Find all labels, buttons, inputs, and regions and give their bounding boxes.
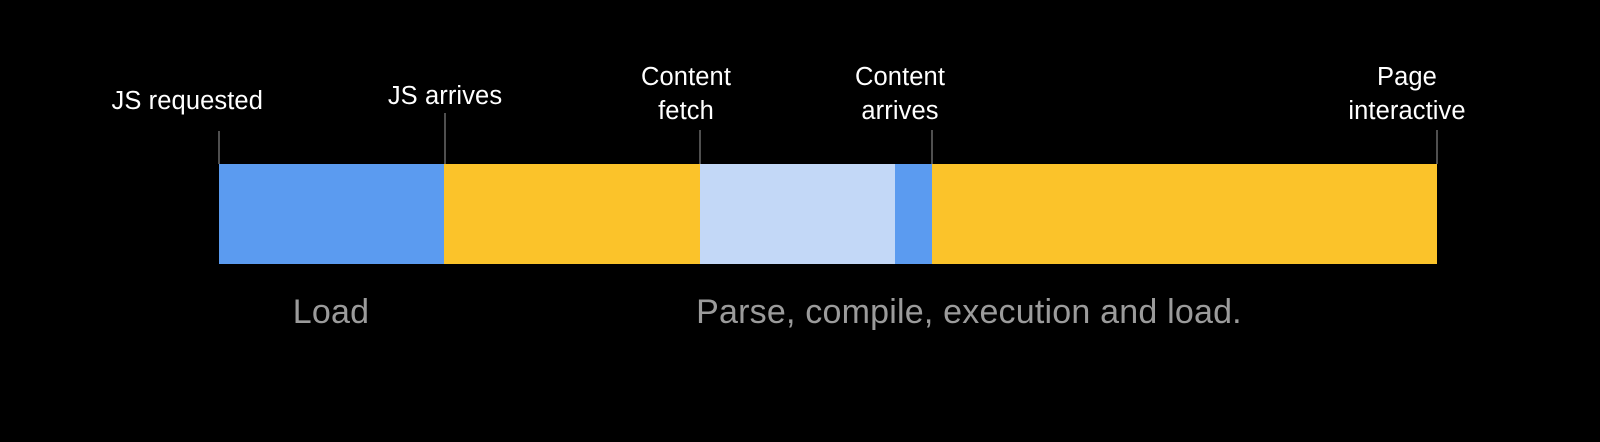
marker-tick-content-fetch: [699, 130, 701, 164]
marker-tick-page-interactive: [1436, 130, 1438, 164]
bar-segment-parse-and-compile: [444, 164, 700, 264]
marker-label-line: interactive: [1348, 97, 1466, 125]
bar-segment-content-fetch-wait: [700, 164, 895, 264]
marker-label-line: Page: [1377, 63, 1437, 91]
marker-label-line: Content: [640, 63, 732, 91]
load-caption: Load: [292, 293, 370, 331]
marker-label-js-arrives: JS arrives: [388, 79, 502, 113]
bar-segment-content-load: [895, 164, 932, 264]
marker-tick-js-requested: [218, 131, 220, 164]
bar-segment-execution-and-load: [932, 164, 1437, 264]
marker-label-page-interactive: Page interactive: [1348, 60, 1465, 128]
marker-label-line: arrives: [861, 97, 939, 125]
marker-tick-js-arrives: [444, 113, 446, 164]
marker-label-line: Content: [854, 63, 946, 91]
marker-label-line: JS requested: [111, 87, 263, 115]
marker-label-content-fetch: Content fetch: [641, 60, 731, 128]
timeline-bar: [219, 164, 1437, 264]
marker-label-js-requested: JS requested: [112, 84, 263, 118]
marker-label-line: fetch: [658, 97, 714, 125]
marker-tick-content-arrives: [931, 130, 933, 164]
marker-label-line: JS arrives: [387, 82, 503, 110]
bar-segment-load: [219, 164, 444, 264]
parse-caption: Parse, compile, execution and load.: [696, 293, 1242, 331]
marker-label-content-arrives: Content arrives: [855, 60, 945, 128]
